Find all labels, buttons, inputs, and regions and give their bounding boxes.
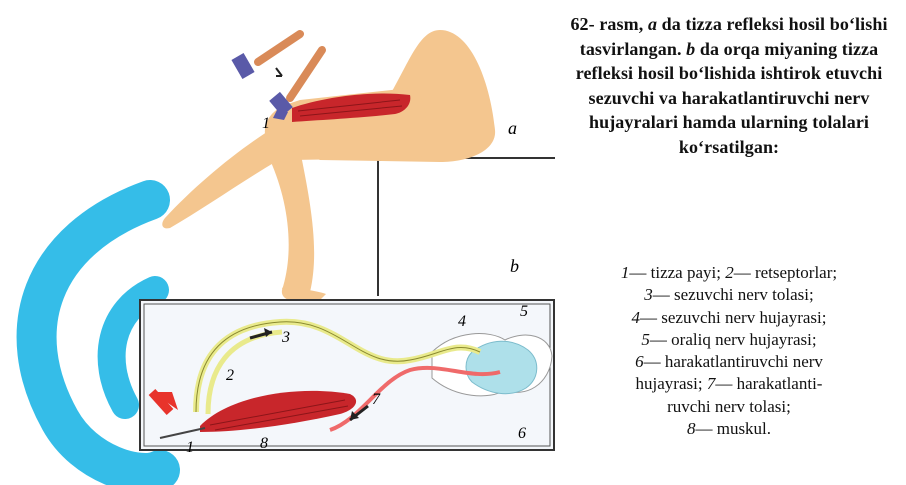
panel-b-diagram xyxy=(140,300,554,450)
legend-text: — harakatlantiruvchi nerv xyxy=(644,352,823,371)
label-3: 3 xyxy=(281,329,290,346)
legend-number: 2 xyxy=(725,263,734,282)
caption-part-a-letter: a xyxy=(648,14,657,34)
label-8: 8 xyxy=(260,435,268,452)
label-6: 6 xyxy=(518,425,526,442)
label-5: 5 xyxy=(520,303,528,320)
figure-legend: 1— tizza payi; 2— retseptorlar;3— sezuvc… xyxy=(556,262,902,440)
table xyxy=(378,158,555,296)
panel-a-label: a xyxy=(508,118,517,138)
label-4: 4 xyxy=(458,313,466,330)
legend-line: 5— oraliq nerv hujayrasi; xyxy=(556,329,902,351)
label-1-b: 1 xyxy=(186,439,194,456)
legend-line: 6— harakatlantiruvchi nerv xyxy=(556,351,902,373)
figure-number: 62- xyxy=(570,14,594,34)
legend-text: — sezuvchi nerv hujayrasi; xyxy=(640,308,826,327)
legend-line: 1— tizza payi; 2— retseptorlar; xyxy=(556,262,902,284)
legend-text: — harakatlanti- xyxy=(715,374,822,393)
label-2: 2 xyxy=(226,367,234,384)
figure-word: rasm, xyxy=(599,14,643,34)
legend-number: 3 xyxy=(644,285,653,304)
legend-line: ruvchi nerv tolasi; xyxy=(556,396,902,418)
label-1-top: 1 xyxy=(262,115,270,132)
figure-caption: 62- rasm, a da tizza refleksi hosil bo‘l… xyxy=(556,12,902,160)
legend-number: 5 xyxy=(641,330,650,349)
caption-part-b-letter: b xyxy=(686,39,695,59)
legend-number: 6 xyxy=(635,352,644,371)
legend-text: — sezuvchi nerv tolasi; xyxy=(653,285,814,304)
legend-text: ruvchi nerv tolasi; xyxy=(667,397,791,416)
legend-text: — muskul. xyxy=(695,419,771,438)
legend-line: 8— muskul. xyxy=(556,418,902,440)
legend-text: — retseptorlar; xyxy=(734,263,837,282)
legend-line: 3— sezuvchi nerv tolasi; xyxy=(556,284,902,306)
legend-number: 4 xyxy=(632,308,641,327)
legend-text: — oraliq nerv hujayrasi; xyxy=(650,330,817,349)
legend-line: 4— sezuvchi nerv hujayrasi; xyxy=(556,307,902,329)
legend-line: hujayrasi; 7— harakatlanti- xyxy=(556,373,902,395)
label-7: 7 xyxy=(372,391,381,408)
legend-text: — tizza payi; xyxy=(629,263,725,282)
legs-figure xyxy=(162,30,495,302)
legend-text: hujayrasi; xyxy=(636,374,707,393)
panel-b-label: b xyxy=(510,256,519,276)
